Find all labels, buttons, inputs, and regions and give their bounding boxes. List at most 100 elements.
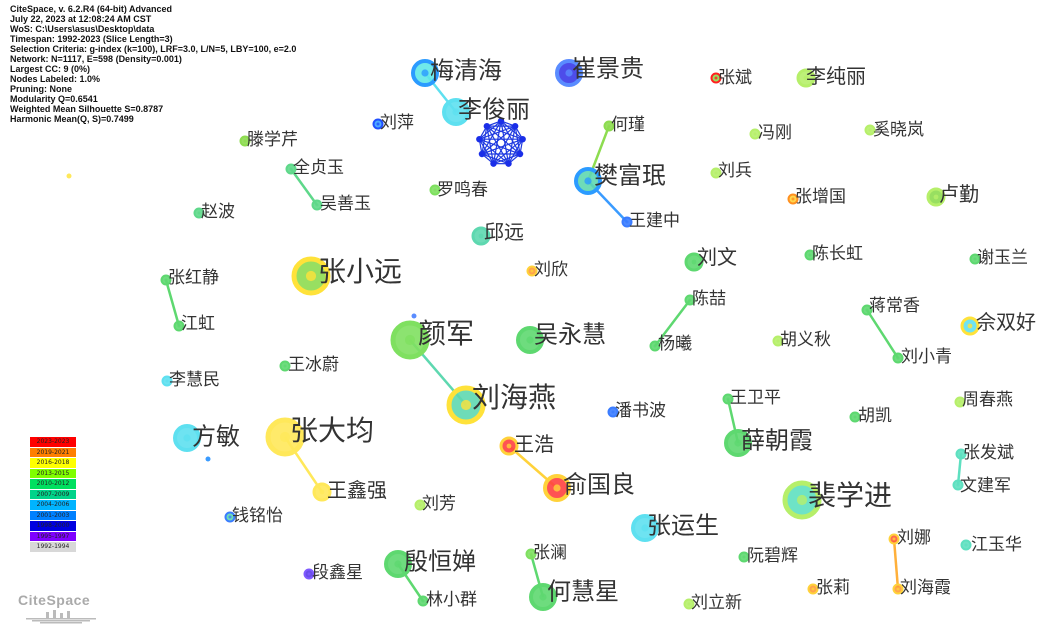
author-node-core bbox=[933, 194, 939, 200]
author-node-core bbox=[183, 434, 191, 442]
author-label: 张增国 bbox=[795, 187, 846, 207]
author-node[interactable]: 潘书波 bbox=[607, 401, 667, 421]
author-label: 吴永慧 bbox=[534, 320, 606, 348]
author-node[interactable]: 钱铭怡 bbox=[224, 506, 284, 526]
author-node[interactable]: 王卫平 bbox=[722, 388, 782, 408]
author-node[interactable]: 佘双好 bbox=[960, 310, 1036, 336]
author-node[interactable]: 崔景贵 bbox=[555, 54, 644, 87]
author-node[interactable]: 薛朝霞 bbox=[724, 426, 813, 457]
author-node[interactable]: 刘萍 bbox=[372, 113, 415, 133]
author-node[interactable]: 樊富珉 bbox=[574, 161, 666, 195]
author-node[interactable]: 杨曦 bbox=[649, 334, 693, 354]
author-label: 陈长虹 bbox=[812, 244, 863, 264]
author-label: 刘文 bbox=[697, 245, 737, 269]
author-node[interactable]: 谢玉兰 bbox=[969, 248, 1029, 268]
author-label: 张大均 bbox=[290, 414, 374, 447]
author-node[interactable]: 林小群 bbox=[417, 590, 478, 610]
author-node[interactable]: 刘娜 bbox=[888, 528, 932, 548]
author-node-core bbox=[607, 124, 611, 128]
author-node[interactable]: 王建中 bbox=[621, 211, 681, 231]
author-node[interactable]: 王浩 bbox=[499, 432, 554, 456]
author-node-core bbox=[319, 489, 325, 495]
author-label: 文建军 bbox=[960, 476, 1011, 496]
author-node[interactable]: 张莉 bbox=[807, 578, 851, 598]
legend-swatch: 2023-2023 bbox=[30, 437, 76, 448]
author-node[interactable]: 王鑫强 bbox=[312, 478, 387, 502]
author-node-core bbox=[776, 339, 780, 343]
author-label: 梅清海 bbox=[430, 56, 502, 84]
author-node[interactable]: 张红静 bbox=[160, 268, 220, 288]
cluster-node bbox=[511, 122, 519, 130]
author-node[interactable]: 张增国 bbox=[787, 187, 847, 207]
author-node[interactable]: 全贞玉 bbox=[285, 158, 345, 178]
author-label: 杨曦 bbox=[658, 334, 692, 354]
author-label: 钱铭怡 bbox=[232, 506, 283, 526]
legend-swatch: 1998-2000 bbox=[30, 521, 76, 532]
author-node[interactable]: 刘芳 bbox=[414, 494, 457, 514]
author-label: 刘小青 bbox=[901, 347, 952, 367]
coauthor-link bbox=[892, 538, 900, 590]
author-node[interactable]: 陈喆 bbox=[684, 289, 727, 309]
info-line: WoS: C:\Users\asus\Desktop\data bbox=[10, 24, 155, 34]
author-node[interactable]: 江虹 bbox=[173, 314, 216, 334]
author-node[interactable]: 奚晓岚 bbox=[864, 120, 925, 140]
author-node-core bbox=[418, 503, 422, 507]
author-node[interactable]: 阮碧辉 bbox=[738, 546, 799, 566]
author-node-core bbox=[460, 399, 472, 411]
author-node[interactable]: 张斌 bbox=[710, 68, 753, 88]
author-node[interactable]: 胡义秋 bbox=[772, 330, 832, 350]
legend-swatch: 1992-1994 bbox=[30, 542, 76, 553]
info-line: Harmonic Mean(Q, S)=0.7499 bbox=[10, 114, 134, 124]
author-node[interactable]: 陈长虹 bbox=[804, 244, 864, 264]
author-node[interactable]: 张运生 bbox=[631, 511, 719, 542]
author-label: 刘海霞 bbox=[900, 578, 951, 598]
author-node[interactable]: 邱远 bbox=[471, 220, 524, 246]
author-node[interactable]: 江玉华 bbox=[960, 535, 1023, 555]
author-node[interactable]: 刘小青 bbox=[892, 347, 953, 367]
author-label: 张斌 bbox=[718, 68, 752, 88]
author-node[interactable]: 何瑾 bbox=[603, 115, 646, 135]
coauthor-link bbox=[654, 299, 691, 347]
author-node[interactable]: 吴永慧 bbox=[516, 320, 606, 354]
author-node[interactable]: 李俊丽 bbox=[442, 95, 530, 126]
author-node[interactable]: 刘海霞 bbox=[892, 578, 952, 598]
author-node[interactable]: 段鑫星 bbox=[303, 563, 364, 583]
author-node[interactable]: 方敏 bbox=[173, 422, 240, 452]
author-node[interactable]: 周春燕 bbox=[954, 390, 1014, 410]
author-node[interactable]: 卢勤 bbox=[926, 182, 979, 207]
author-node[interactable]: 刘欣 bbox=[526, 260, 569, 280]
author-node[interactable]: 颜军 bbox=[390, 317, 474, 360]
author-node[interactable]: 赵波 bbox=[193, 202, 236, 222]
author-node[interactable]: 张大均 bbox=[265, 414, 374, 457]
author-node[interactable]: 刘兵 bbox=[710, 161, 753, 181]
author-node[interactable]: 何慧星 bbox=[529, 577, 619, 611]
author-node[interactable]: 王冰蔚 bbox=[279, 355, 340, 375]
author-node-core bbox=[404, 334, 416, 346]
author-node[interactable]: 文建军 bbox=[952, 476, 1012, 496]
author-label: 刘芳 bbox=[422, 494, 456, 514]
author-node-core bbox=[896, 587, 900, 591]
author-node[interactable]: 张发斌 bbox=[955, 443, 1015, 463]
author-node[interactable]: 李纯丽 bbox=[796, 64, 866, 88]
author-node[interactable]: 胡凯 bbox=[849, 406, 893, 426]
cluster-link bbox=[493, 153, 521, 165]
author-node[interactable]: 刘海燕 bbox=[446, 381, 556, 425]
author-node[interactable]: 冯刚 bbox=[749, 123, 793, 143]
author-node[interactable]: 罗鸣春 bbox=[429, 180, 489, 200]
author-node[interactable]: 裴学进 bbox=[782, 479, 892, 520]
cluster-node bbox=[516, 150, 524, 158]
author-node[interactable]: 俞国良 bbox=[543, 470, 635, 502]
author-node[interactable]: 滕学芹 bbox=[239, 130, 299, 150]
author-node[interactable]: 刘立新 bbox=[683, 593, 743, 613]
author-node[interactable]: 梅清海 bbox=[411, 56, 502, 87]
author-node[interactable]: 蒋常香 bbox=[861, 296, 921, 316]
author-node[interactable]: 张澜 bbox=[525, 543, 568, 563]
author-node[interactable]: 殷恒婵 bbox=[384, 547, 476, 578]
legend-swatch: 2001-2003 bbox=[30, 510, 76, 521]
author-node[interactable]: 吴善玉 bbox=[311, 194, 372, 214]
author-node[interactable]: 张小远 bbox=[291, 255, 402, 296]
author-node[interactable]: 李慧民 bbox=[161, 370, 221, 390]
author-label: 冯刚 bbox=[758, 123, 792, 143]
author-node[interactable]: 刘文 bbox=[684, 245, 737, 272]
